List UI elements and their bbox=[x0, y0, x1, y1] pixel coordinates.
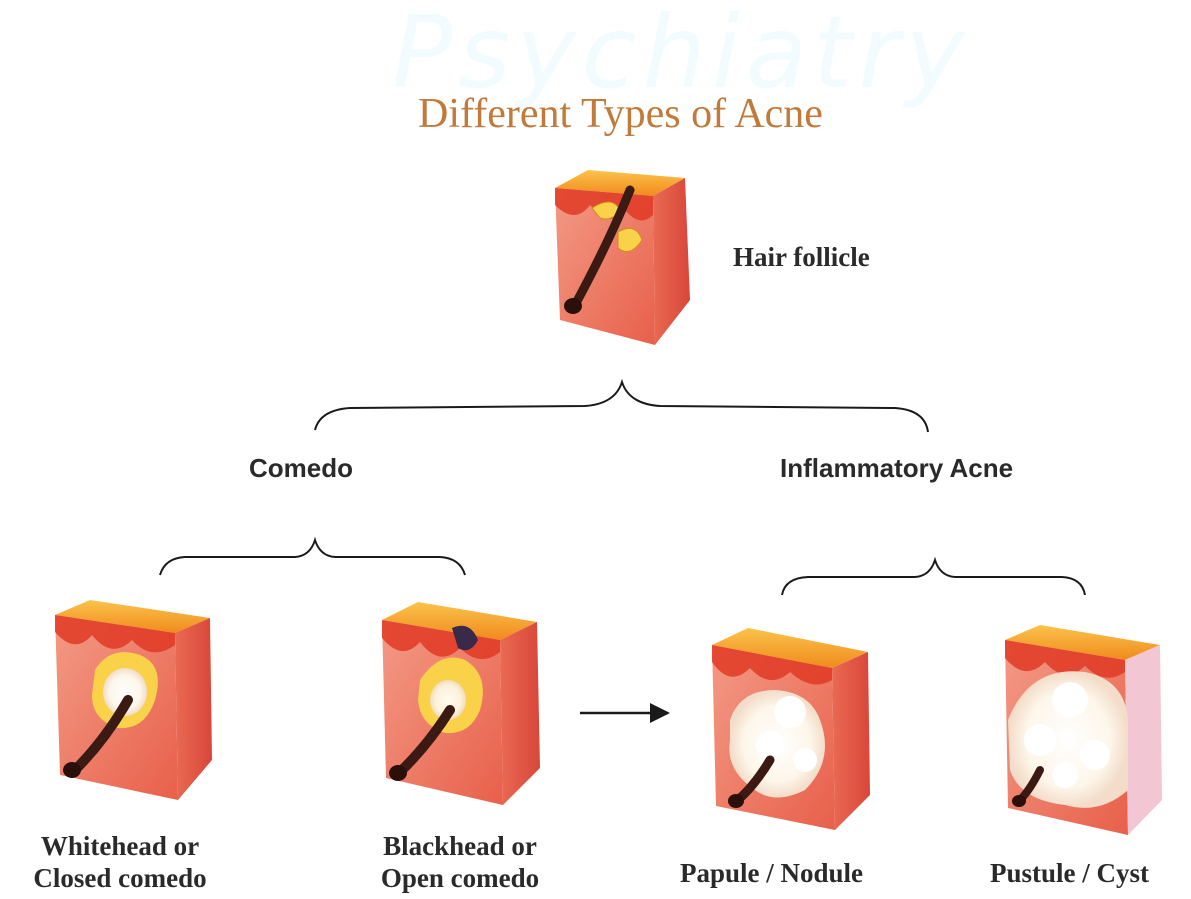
papule-illustration bbox=[712, 628, 870, 830]
inflammatory-brace bbox=[782, 560, 1085, 595]
label-whitehead-line2: Closed comedo bbox=[10, 862, 230, 894]
pustule-illustration bbox=[1005, 625, 1162, 835]
label-papule: Papule / Nodule bbox=[680, 857, 863, 889]
comedo-brace bbox=[160, 540, 465, 575]
label-pustule: Pustule / Cyst bbox=[990, 857, 1149, 889]
label-whitehead-line1: Whitehead or bbox=[10, 830, 230, 862]
label-blackhead-line1: Blackhead or bbox=[350, 830, 570, 862]
label-blackhead-line2: Open comedo bbox=[350, 862, 570, 894]
blackhead-illustration bbox=[382, 602, 540, 805]
whitehead-illustration bbox=[55, 600, 212, 800]
label-hair-follicle: Hair follicle bbox=[733, 241, 870, 273]
top-brace bbox=[315, 382, 928, 432]
hair-follicle-illustration bbox=[555, 170, 690, 345]
label-whitehead: Whitehead or Closed comedo bbox=[10, 830, 230, 894]
label-blackhead: Blackhead or Open comedo bbox=[350, 830, 570, 894]
label-comedo: Comedo bbox=[249, 453, 353, 484]
label-inflammatory-acne: Inflammatory Acne bbox=[780, 453, 1013, 484]
